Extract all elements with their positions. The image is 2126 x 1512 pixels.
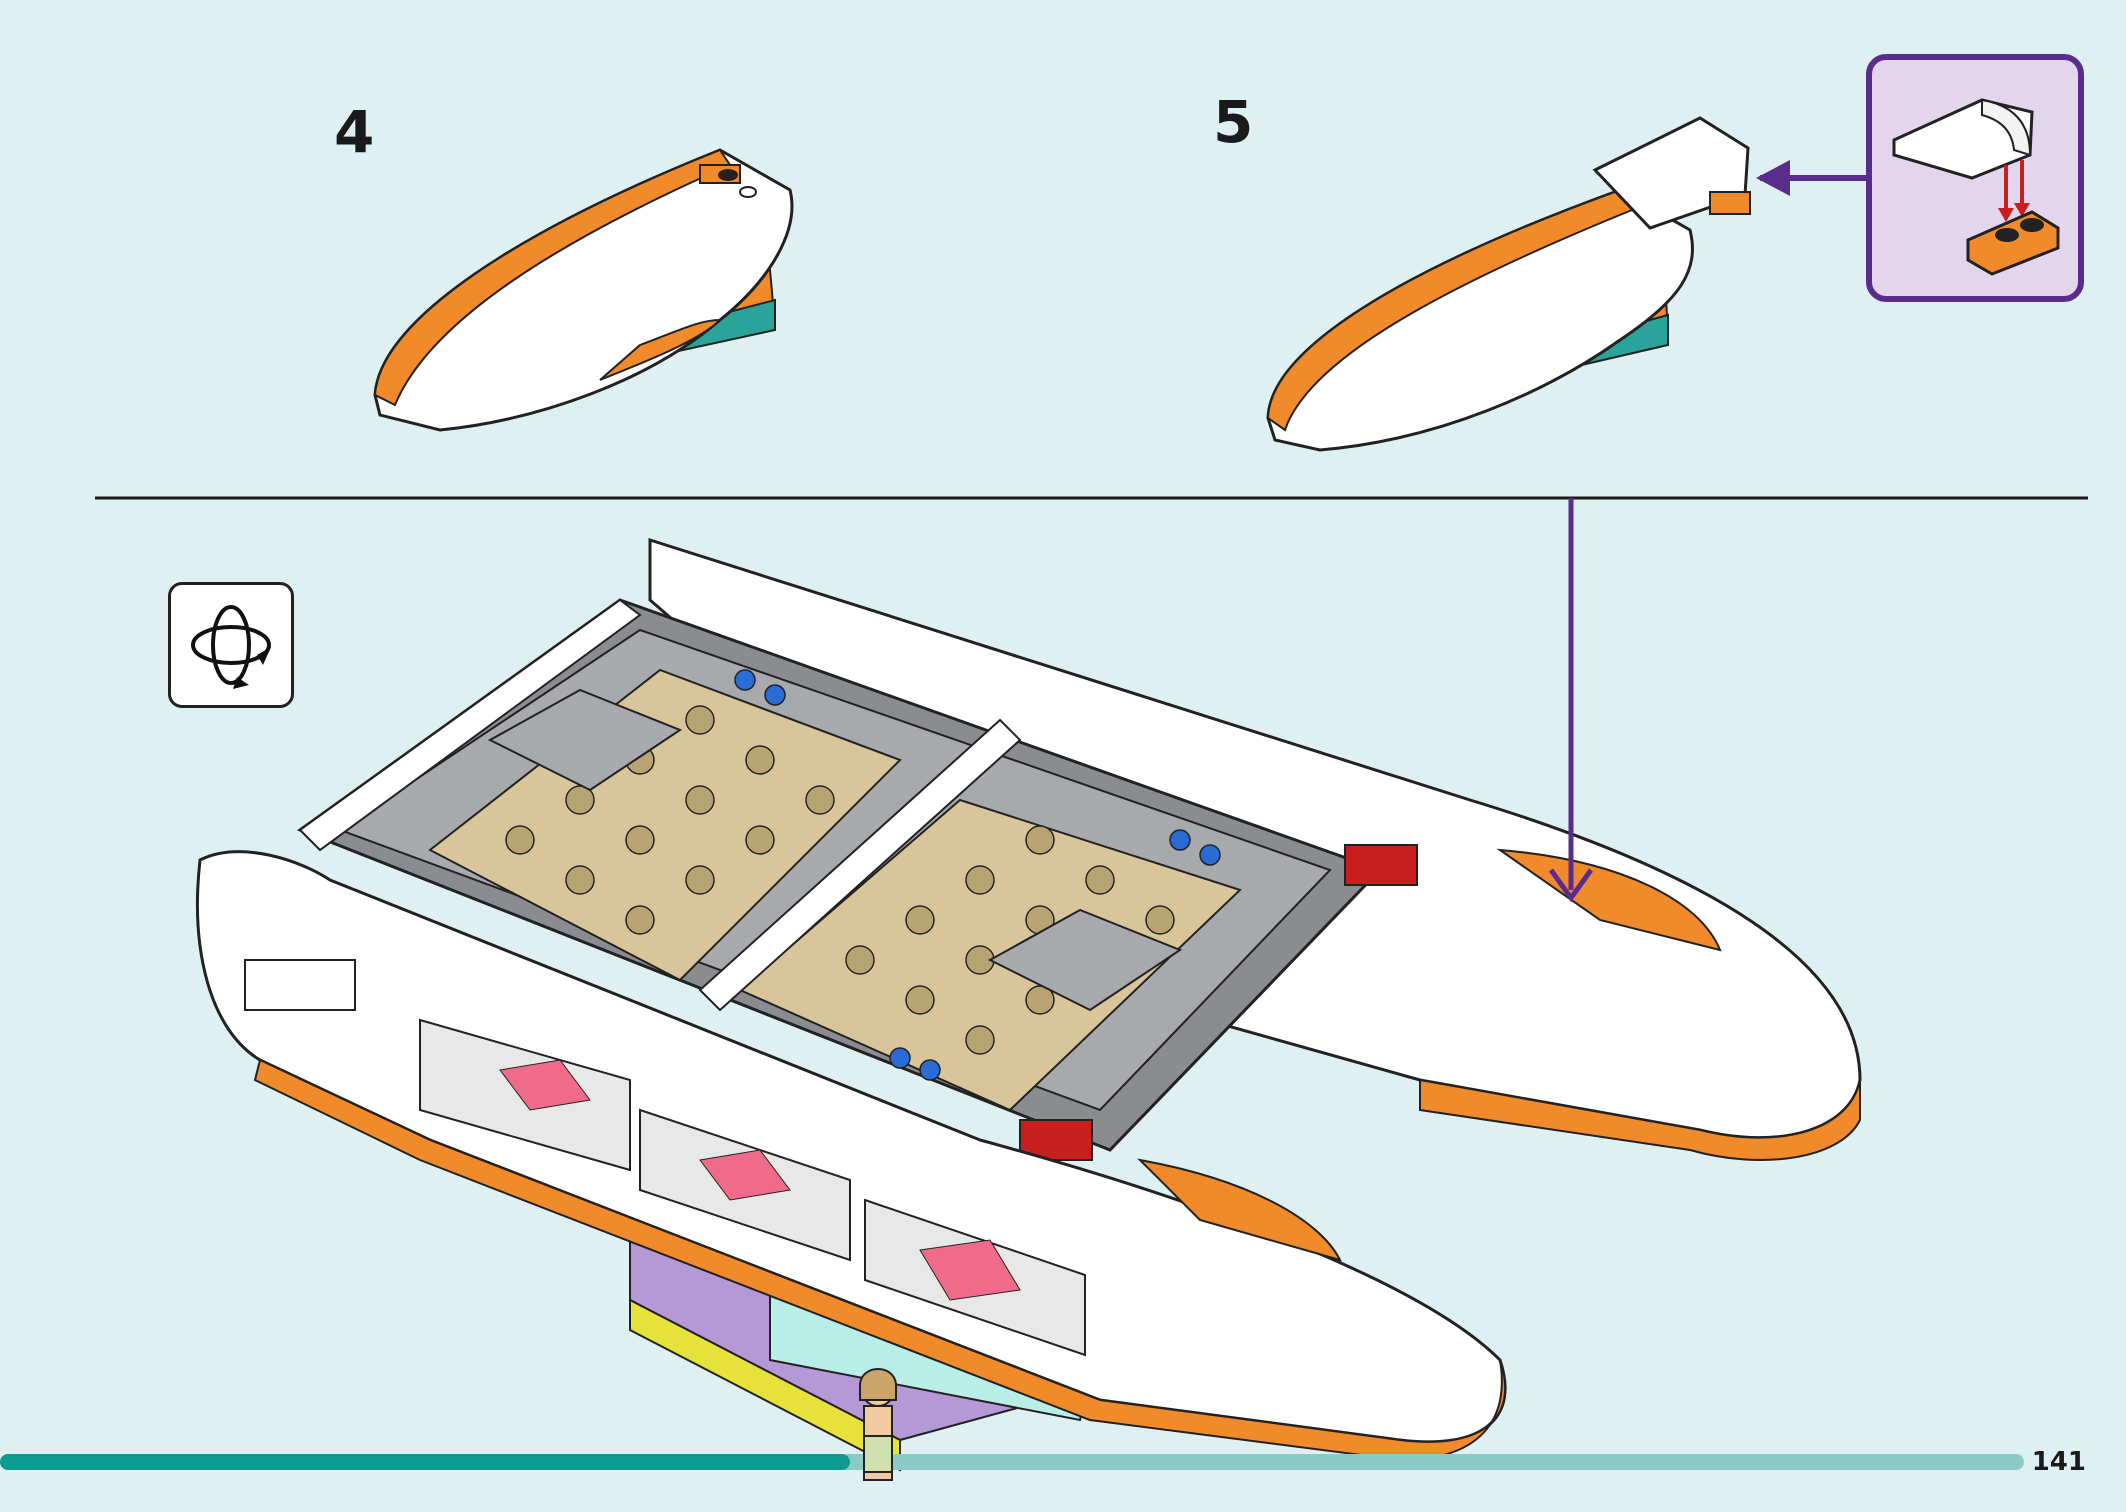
rotate-model-icon bbox=[168, 582, 294, 708]
step5-hull-assembly bbox=[1266, 116, 1866, 452]
page-number: 141 bbox=[2031, 1447, 2086, 1477]
progress-bar bbox=[0, 1454, 2024, 1470]
callout-arrow-icon bbox=[1756, 160, 1790, 196]
progress-fill bbox=[0, 1454, 850, 1470]
parts-callout bbox=[1866, 54, 2084, 302]
main-model-catamaran bbox=[196, 498, 1862, 1472]
step4-hull-assembly bbox=[373, 148, 794, 432]
minifigure-icon bbox=[859, 1368, 897, 1481]
step-number-5: 5 bbox=[1213, 88, 1254, 156]
step-number-4: 4 bbox=[334, 98, 375, 166]
